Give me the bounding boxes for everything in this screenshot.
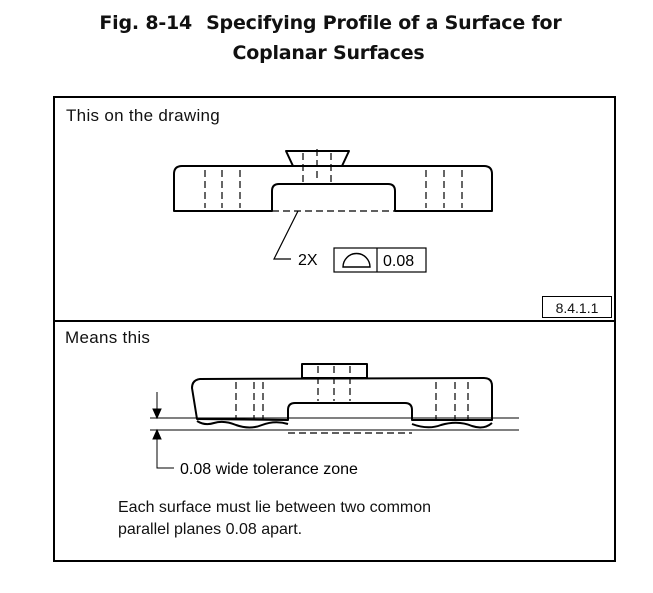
drawing-hidden-lines (204, 149, 463, 212)
figure-title-text: Specifying Profile of a Surface for (206, 12, 562, 34)
tolerance-zone-planes (150, 417, 519, 431)
meaning-hidden-lines (235, 366, 469, 434)
profile-of-a-surface-icon (342, 252, 371, 268)
figure-title-line1: Fig. 8-14 Specifying Profile of a Surface… (4, 12, 653, 34)
figure-title-line2: Coplanar Surfaces (232, 42, 425, 64)
figure-number: Fig. 8-14 (99, 12, 193, 34)
part-body-2 (191, 377, 493, 421)
leader-line (273, 210, 299, 260)
zone-dimension (152, 392, 174, 469)
meaning-panel: Means this (53, 320, 616, 562)
drawing-panel-label: This on the drawing (66, 106, 221, 125)
note-line1: Each surface must lie between two common (118, 499, 432, 516)
reference-box: 8.4.1.1 (542, 296, 612, 318)
meaning-part-outline (191, 363, 493, 421)
irregular-surface-right (411, 421, 493, 429)
meaning-panel-label: Means this (65, 328, 151, 347)
multiplier-text: 2X (298, 252, 318, 269)
tolerance-value: 0.08 (383, 253, 414, 270)
note-line2: parallel planes 0.08 apart. (118, 521, 303, 538)
zone-callout: 0.08 wide tolerance zone (180, 461, 358, 478)
irregular-surface-left (196, 420, 289, 429)
feature-control-frame (333, 247, 427, 273)
